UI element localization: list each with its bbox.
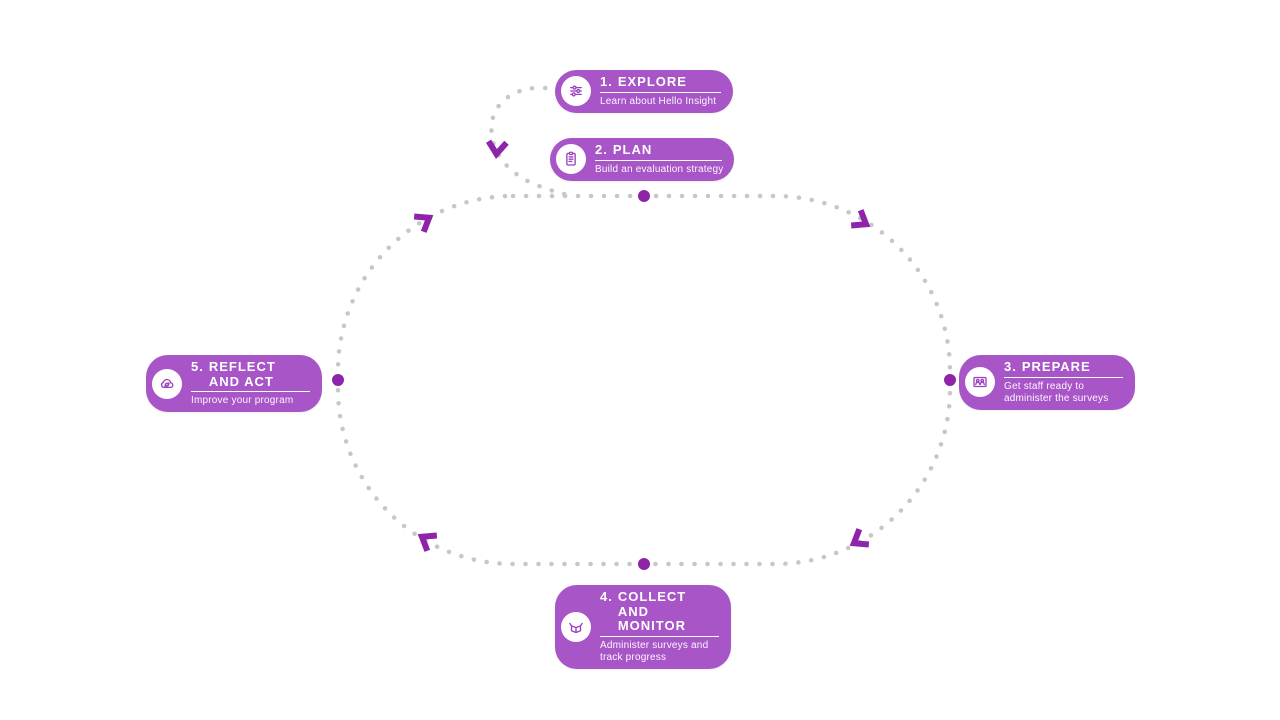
step-title: PLAN	[612, 142, 653, 157]
step-icon-circle	[561, 76, 591, 107]
loop-dotted-track	[335, 193, 953, 567]
step-badge-explore[interactable]: 1. EXPLORE Learn about Hello Insight	[555, 70, 733, 113]
intro-curl-track	[489, 85, 577, 199]
step-badge-reflect-act[interactable]: 5. REFLECT AND ACT Improve your program	[146, 355, 322, 413]
step-subtitle: Administer surveys and track progress	[600, 639, 709, 663]
step-number: 5.	[191, 359, 204, 374]
presentation-people-icon	[973, 377, 987, 388]
step-title-row: 2. PLAN	[595, 142, 722, 161]
step-title: PREPARE	[1021, 359, 1091, 374]
step-badge-plan[interactable]: 2. PLAN Build an evaluation strategy	[550, 138, 734, 181]
step-text: 3. PREPARE Get staff ready to administer…	[1004, 359, 1123, 405]
step-number: 2.	[595, 142, 608, 157]
step-icon-circle	[561, 612, 591, 642]
direction-chevrons	[413, 139, 871, 552]
milestone-dots	[332, 190, 956, 570]
milestone-dot-right	[944, 374, 956, 386]
milestone-dot-top	[638, 190, 650, 202]
step-title-row: 5. REFLECT AND ACT	[191, 359, 310, 393]
step-subtitle: Improve your program	[191, 395, 294, 407]
step-text: 4. COLLECT AND MONITOR Administer survey…	[600, 589, 719, 664]
step-badge-prepare[interactable]: 3. PREPARE Get staff ready to administer…	[959, 355, 1135, 410]
chevron-top-left-icon	[413, 213, 434, 233]
step-title-row: 3. PREPARE	[1004, 359, 1123, 378]
chevron-bottom-right-icon	[849, 528, 870, 548]
step-text: 2. PLAN Build an evaluation strategy	[595, 142, 724, 176]
step-title: EXPLORE	[617, 74, 687, 89]
step-title: REFLECT AND ACT	[208, 359, 276, 389]
step-number: 3.	[1004, 359, 1017, 374]
step-number: 4.	[600, 589, 613, 604]
chevron-bottom-left-icon	[417, 532, 438, 552]
open-box-icon	[569, 622, 583, 634]
cloud-sync-icon	[160, 378, 174, 388]
clipboard-icon	[566, 151, 576, 167]
step-subtitle: Build an evaluation strategy	[595, 163, 724, 175]
step-subtitle: Learn about Hello Insight	[600, 95, 717, 107]
step-icon-circle	[965, 367, 995, 398]
step-icon-circle	[556, 144, 586, 175]
step-subtitle: Get staff ready to administer the survey…	[1004, 380, 1109, 404]
step-title: COLLECT AND MONITOR	[617, 589, 687, 634]
step-text: 5. REFLECT AND ACT Improve your program	[191, 359, 310, 407]
step-title-row: 1. EXPLORE	[600, 74, 721, 93]
step-number: 1.	[600, 74, 613, 89]
chevron-top-right-icon	[850, 209, 871, 229]
step-icon-circle	[152, 368, 182, 399]
step-text: 1. EXPLORE Learn about Hello Insight	[600, 74, 721, 108]
milestone-dot-bottom	[638, 558, 650, 570]
chevron-curl-icon	[486, 139, 509, 159]
step-badge-collect-monitor[interactable]: 4. COLLECT AND MONITOR Administer survey…	[555, 585, 731, 670]
step-title-row: 4. COLLECT AND MONITOR	[600, 589, 719, 637]
sliders-icon	[570, 85, 582, 97]
milestone-dot-left	[332, 374, 344, 386]
